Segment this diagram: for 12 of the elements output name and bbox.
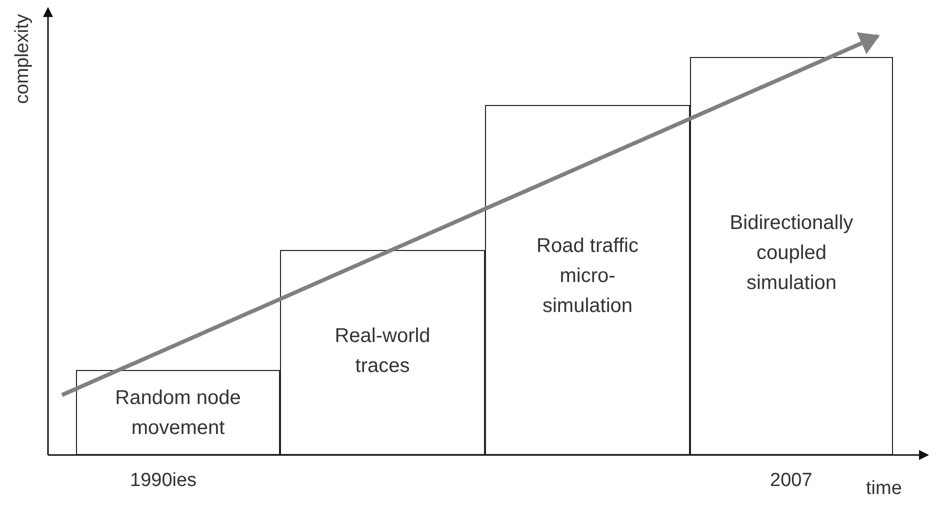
stage-box — [280, 250, 485, 455]
stage-box — [485, 105, 690, 455]
stage-label: Random node movement — [114, 386, 242, 441]
stage-box — [76, 370, 280, 455]
stage-box — [690, 57, 893, 455]
tick-label: 2007 — [770, 470, 812, 492]
stage-label: Road traffic micro-simulation — [536, 234, 640, 319]
axis-title: complexity — [12, 14, 34, 104]
stage-label: Real-world traces — [334, 324, 432, 379]
axis-title: time — [866, 478, 902, 500]
tick-label: 1990ies — [130, 470, 197, 492]
stage-label: Bidirectionally coupled simulation — [728, 211, 854, 296]
